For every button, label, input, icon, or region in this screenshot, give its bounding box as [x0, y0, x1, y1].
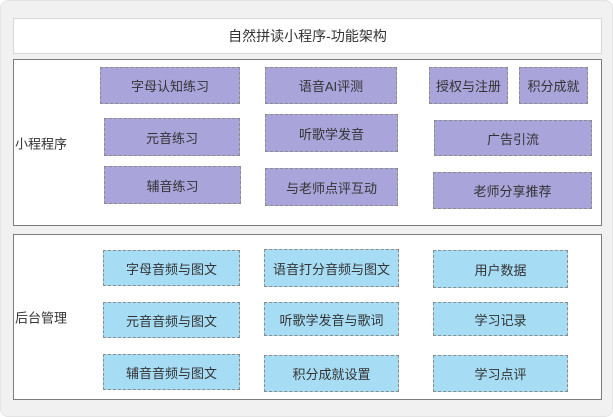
- node-song-pronunciation-lyrics: 听歌学发音与歌词: [264, 302, 399, 336]
- node-user-data: 用户数据: [433, 250, 568, 288]
- node-voice-ai-evaluation: 语音AI评测: [265, 67, 397, 104]
- node-vowel-audio-graphics: 元音音频与图文: [103, 302, 240, 338]
- section-backend-label: 后台管理: [15, 310, 68, 326]
- section-miniprogram-label: 小程程序: [15, 136, 68, 152]
- node-ad-traffic: 广告引流: [434, 120, 592, 156]
- node-voice-scoring-audio-graphics: 语音打分音频与图文: [264, 249, 399, 287]
- node-points-achievement: 积分成就: [519, 67, 588, 104]
- node-letter-audio-graphics: 字母音频与图文: [103, 250, 240, 286]
- diagram-title-bar: 自然拼读小程序-功能架构: [13, 18, 602, 54]
- node-learning-records: 学习记录: [433, 302, 568, 336]
- node-consonant-audio-graphics: 辅音音频与图文: [103, 354, 240, 390]
- node-teacher-comment-interaction: 与老师点评互动: [265, 168, 398, 206]
- node-letter-cognition-practice: 字母认知练习: [100, 67, 240, 104]
- node-listen-song-pronunciation: 听歌学发音: [265, 114, 398, 152]
- node-vowel-practice: 元音练习: [104, 118, 240, 156]
- node-teacher-share-recommendation: 老师分享推荐: [433, 172, 592, 209]
- node-points-achievement-settings: 积分成就设置: [264, 355, 399, 392]
- node-authorization-registration: 授权与注册: [429, 67, 508, 104]
- node-consonant-practice: 辅音练习: [104, 166, 241, 204]
- node-learning-comments: 学习点评: [433, 355, 568, 392]
- diagram-title: 自然拼读小程序-功能架构: [228, 28, 387, 44]
